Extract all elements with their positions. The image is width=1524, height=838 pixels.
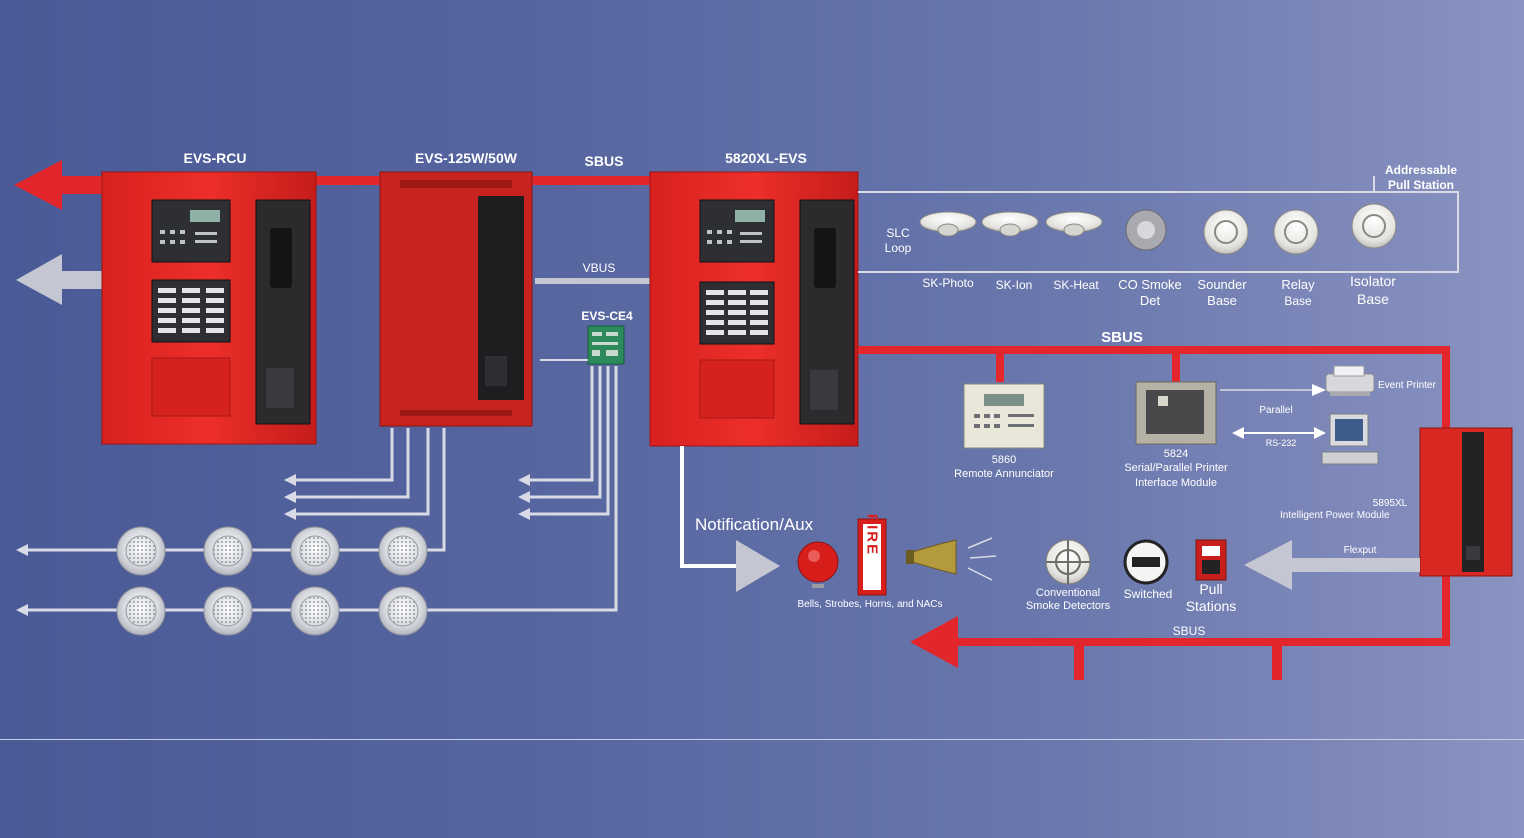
- label-slc-device-6-l1: Isolator: [1350, 273, 1396, 289]
- label-pull-2: Stations: [1185, 598, 1237, 614]
- label-printer-if-3: Interface Module: [1135, 477, 1217, 489]
- fire-strobe-icon: [857, 518, 887, 596]
- detector-base-icon: [1273, 209, 1319, 255]
- label-power-module-1: 5895XL: [1372, 498, 1408, 509]
- slc-device-group: [919, 203, 1397, 255]
- fire-strobe-text: FIRE: [864, 514, 881, 556]
- label-switched: Switched: [1123, 587, 1173, 601]
- 5820xl-evs-panel: [649, 171, 859, 447]
- pull-station-icon: [1195, 539, 1227, 581]
- ceiling-speaker-icon: [378, 586, 428, 636]
- label-slc-device-4-l1: Sounder: [1197, 277, 1247, 292]
- label-evs-rcu: EVS-RCU: [183, 150, 247, 166]
- footer-divider: [0, 739, 1524, 740]
- co-detector-icon: [1125, 209, 1167, 251]
- label-conventional-1: Conventional: [1035, 587, 1101, 599]
- label-evs-ce4: EVS-CE4: [581, 309, 633, 323]
- slc-loop: [858, 176, 1459, 273]
- ceiling-speaker-icon: [203, 586, 253, 636]
- label-slc-device-2-l1: SK-Heat: [1053, 278, 1099, 292]
- label-printer-if-2: Serial/Parallel Printer: [1124, 462, 1228, 474]
- evs-rcu-panel: [101, 171, 317, 445]
- switched-device-icon: [1123, 539, 1169, 585]
- conventional-smoke-detector-icon: [1045, 539, 1091, 585]
- label-vbus: VBUS: [582, 261, 616, 275]
- label-sbus-right: SBUS: [1101, 329, 1143, 346]
- ceiling-speaker-icon: [290, 526, 340, 576]
- event-printer-icon: [1325, 365, 1375, 396]
- flexput-arrow: [1244, 540, 1420, 590]
- label-annunciator-2: Remote Annunciator: [954, 468, 1054, 480]
- smoke-detector-icon: [919, 211, 977, 237]
- label-sbus-bottom: SBUS: [1172, 624, 1206, 638]
- label-slc-device-3-l1: CO Smoke: [1118, 277, 1182, 292]
- notification-circuit: [680, 446, 780, 592]
- horn-icon: [906, 537, 997, 581]
- label-evs-125w: EVS-125W/50W: [415, 150, 517, 166]
- smoke-detector-icon: [981, 211, 1039, 237]
- label-5820xl-evs: 5820XL-EVS: [725, 150, 807, 166]
- rs232-link: [1232, 427, 1326, 439]
- label-parallel: Parallel: [1259, 405, 1293, 416]
- ceiling-speaker-icon: [116, 526, 166, 576]
- remote-annunciator-5860: [963, 383, 1045, 449]
- vbus-line: [535, 278, 655, 284]
- red-output-arrow: [14, 160, 104, 210]
- label-slc-device-5-l2: Base: [1284, 294, 1312, 308]
- intelligent-power-module-5895xl: [1419, 427, 1513, 577]
- label-notification-caption: Bells, Strobes, Horns, and NACs: [797, 599, 943, 610]
- bell-icon: [797, 541, 839, 588]
- label-rs232: RS-232: [1265, 438, 1297, 448]
- label-slc-device-6-l2: Base: [1357, 291, 1389, 307]
- label-flexput: Flexput: [1343, 545, 1377, 556]
- label-pull-1: Pull: [1199, 581, 1223, 597]
- ceiling-speaker-icon: [116, 586, 166, 636]
- detector-base-icon: [1203, 209, 1249, 255]
- label-addressable-2: Pull Station: [1388, 178, 1454, 192]
- label-power-module-2: Intelligent Power Module: [1280, 510, 1390, 521]
- label-addressable-1: Addressable: [1384, 163, 1458, 177]
- label-notification-title: Notification/Aux: [695, 515, 814, 534]
- ceiling-speaker-icon: [290, 586, 340, 636]
- ceiling-speaker-icon: [203, 526, 253, 576]
- label-slc-loop-1: SLC: [886, 226, 910, 240]
- label-slc-device-4-l2: Base: [1207, 293, 1237, 308]
- evs-ce4-board: [540, 325, 625, 365]
- ceiling-speaker-icon: [378, 526, 428, 576]
- label-slc-loop-2: Loop: [884, 241, 912, 255]
- label-slc-device-3-l2: Det: [1139, 293, 1161, 308]
- printer-interface-5824: [1135, 381, 1217, 445]
- label-printer-if-1: 5824: [1163, 448, 1189, 460]
- label-slc-device-5-l1: Relay: [1281, 277, 1315, 292]
- label-slc-device-0-l1: SK-Photo: [922, 276, 974, 290]
- evs-125w-amplifier: [379, 171, 533, 427]
- smoke-detector-icon: [1045, 211, 1103, 237]
- label-conventional-2: Smoke Detectors: [1025, 600, 1111, 612]
- label-slc-device-1-l1: SK-Ion: [995, 278, 1033, 292]
- detector-base-icon: [1351, 203, 1397, 249]
- computer-terminal-icon: [1321, 413, 1379, 465]
- label-annunciator-1: 5860: [991, 454, 1017, 466]
- label-sbus-top: SBUS: [584, 153, 624, 169]
- gray-output-arrow: [16, 254, 104, 305]
- speaker-group: [116, 526, 428, 636]
- label-event-printer: Event Printer: [1378, 380, 1436, 391]
